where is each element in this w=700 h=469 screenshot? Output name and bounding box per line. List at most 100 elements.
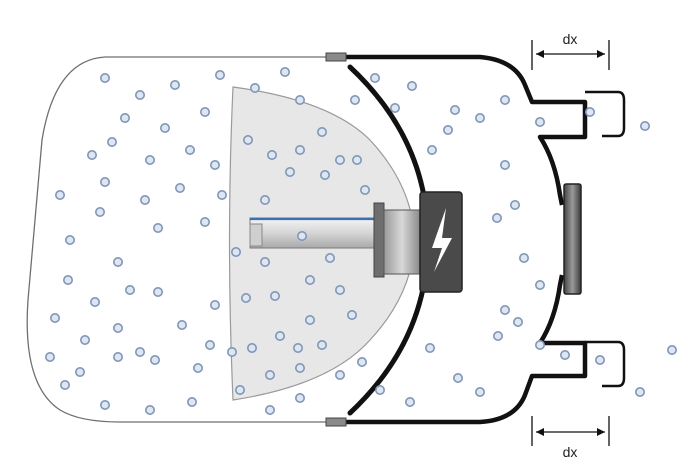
top-dimension-label: dx [563,31,578,47]
bubble [594,354,605,365]
bubble [65,235,76,246]
bubble [512,316,523,327]
bubble [175,183,186,194]
bubble [227,346,238,357]
bubble [534,117,545,128]
bubble [534,339,545,350]
bubble [404,396,415,407]
bubble [59,379,70,390]
bubble [346,309,357,320]
bubble [634,386,645,397]
bubble [243,135,254,146]
bubble [474,386,485,397]
bubble [269,290,280,301]
bubble [518,253,529,264]
bubble [334,155,345,166]
bubble [584,107,595,118]
bubble [274,330,285,341]
bubble [499,95,510,106]
top-connector [325,52,347,62]
bubble [177,319,188,330]
bubble [499,160,510,171]
bubble [666,344,677,355]
housing-bottom-wall [345,274,588,425]
bubble [334,284,345,295]
bubble [90,296,101,307]
top-port-bracket [585,90,626,138]
bubble [170,80,181,91]
bubble [304,274,315,285]
bubble [259,256,270,267]
bubble [266,150,277,161]
bubble [187,396,198,407]
bubble [264,369,275,380]
bubble [100,177,111,188]
bubble [284,167,295,178]
bubble [426,145,437,156]
bottom-dimension-label: dx [563,444,578,460]
electrode-collar [373,202,385,278]
bubble [80,334,91,345]
bubble [639,121,650,132]
bubble [324,253,335,264]
bubble [319,170,330,181]
bubble [389,103,400,114]
bottom-dimension [531,416,610,446]
bubble [474,113,485,124]
bubble [292,342,303,353]
bubble [150,354,161,365]
bubble [100,399,111,410]
top-dimension [531,40,610,70]
chamber-outline [26,56,330,423]
bubble [49,312,60,323]
bubble [210,299,221,310]
bubble [113,351,124,362]
bubble [185,145,196,156]
bubble [241,292,252,303]
bubble [120,113,131,124]
bubble [351,155,362,166]
housing-top-wall [345,54,588,206]
bubble [491,213,502,224]
electrode-rod [249,217,391,249]
electrode [249,202,421,278]
bubble [75,366,86,377]
bubble [356,356,367,367]
bubble [259,195,270,206]
bubble [294,145,305,156]
lightning-bolt-icon [432,208,452,272]
bubble [62,274,73,285]
bubble [135,90,146,101]
bubble [135,346,146,357]
bubble [95,207,106,218]
bubble [247,342,258,353]
bubble [107,137,118,148]
bubble [509,200,520,211]
bubble [559,349,570,360]
bubble [87,150,98,161]
bubble [499,304,510,315]
bubble [231,247,242,258]
bubble [294,392,305,403]
bubble [113,322,124,333]
bubble [264,404,275,415]
bubble [153,286,164,297]
bubble [235,384,246,395]
bubble [334,369,345,380]
bubble [442,125,453,136]
bottom-port-bracket [585,340,626,388]
bubble [316,339,327,350]
bubble [215,70,226,81]
bubble [296,231,307,242]
bubble [217,190,228,201]
bubble [294,362,305,373]
bubble [449,105,460,116]
bubble [316,127,327,138]
bubble [374,384,385,395]
bubble [44,351,55,362]
bubble [125,284,136,295]
bubble [153,223,164,234]
bubble [140,195,151,206]
electrode-hub [383,209,421,275]
bubble [452,372,463,383]
